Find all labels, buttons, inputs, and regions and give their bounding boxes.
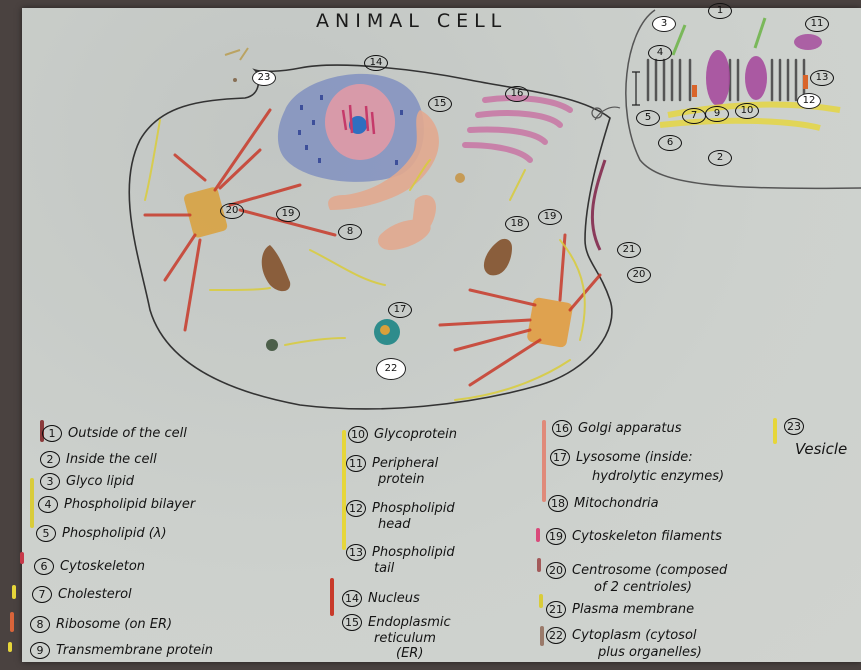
swatch-8 xyxy=(10,612,14,632)
legend-item-23: 23 xyxy=(784,418,810,435)
golgi-apparatus xyxy=(462,95,573,163)
callout-16: 16 xyxy=(505,86,529,102)
callout-7: 7 xyxy=(682,108,706,124)
callout-8: 8 xyxy=(338,224,362,240)
legend-item-11-line2: protein xyxy=(378,472,425,487)
callout-19-right: 19 xyxy=(538,209,562,225)
callout-12: 12 xyxy=(797,93,821,109)
small-vesicle xyxy=(266,339,278,351)
callout-20-right: 20 xyxy=(627,267,651,283)
swatch-3-5 xyxy=(30,478,34,528)
callout-14: 14 xyxy=(364,55,388,71)
legend-item-13-line2: tail xyxy=(374,561,395,576)
callout-6: 6 xyxy=(658,135,682,151)
legend-item-15-line2: reticulum xyxy=(374,631,436,646)
callout-23: 23 xyxy=(252,70,276,86)
swatch-20 xyxy=(537,558,541,572)
swatch-10-13 xyxy=(342,430,346,550)
legend-item-23-text: Vesicle xyxy=(795,440,848,458)
swatch-14-15 xyxy=(330,578,334,616)
legend-item-15-line3: (ER) xyxy=(396,646,424,661)
callout-17: 17 xyxy=(388,302,412,318)
legend-item-17-line2: hydrolytic enzymes) xyxy=(592,469,725,484)
callout-15: 15 xyxy=(428,96,452,112)
swatch-22 xyxy=(540,626,544,646)
filament-lines xyxy=(144,119,586,401)
cytoskeleton-lines xyxy=(143,108,602,387)
legend-item-22-line2: plus organelles) xyxy=(598,645,702,660)
callout-9: 9 xyxy=(705,106,729,122)
callout-11: 11 xyxy=(805,16,829,32)
callout-19-left: 19 xyxy=(276,206,300,222)
swatch-6 xyxy=(20,552,24,564)
callout-4: 4 xyxy=(648,45,672,61)
mitochondrion-right xyxy=(483,238,512,276)
plasma-membrane-outline xyxy=(128,64,613,410)
inset-outline xyxy=(625,9,861,190)
centrosome-right xyxy=(527,297,573,348)
swatch-7 xyxy=(12,585,16,599)
callout-20-left: 20 xyxy=(220,203,244,219)
callout-3: 3 xyxy=(652,16,676,32)
vesicle xyxy=(224,47,249,82)
swatch-23 xyxy=(773,418,777,444)
callout-18: 18 xyxy=(505,216,529,232)
callout-10: 10 xyxy=(735,103,759,119)
callout-1: 1 xyxy=(708,3,732,19)
legend-item-12-line2: head xyxy=(378,517,411,532)
membrane-inset xyxy=(632,17,841,131)
nucleus xyxy=(277,73,424,182)
swatch-16-18 xyxy=(542,420,546,502)
legend-item-20-line2: of 2 centrioles) xyxy=(594,580,692,595)
endoplasmic-reticulum xyxy=(328,110,439,250)
callout-5: 5 xyxy=(636,110,660,126)
plasma-membrane-accent xyxy=(590,159,607,251)
callout-22: 22 xyxy=(376,358,406,380)
centrosome-left xyxy=(184,187,228,238)
callout-13: 13 xyxy=(810,70,834,86)
mitochondrion-left xyxy=(261,245,291,292)
callout-21: 21 xyxy=(617,242,641,258)
swatch-19 xyxy=(536,528,540,542)
diagram-title: ANIMAL CELL xyxy=(316,10,508,32)
swatch-9 xyxy=(8,642,12,652)
swatch-21 xyxy=(539,594,543,608)
callout-2: 2 xyxy=(708,150,732,166)
